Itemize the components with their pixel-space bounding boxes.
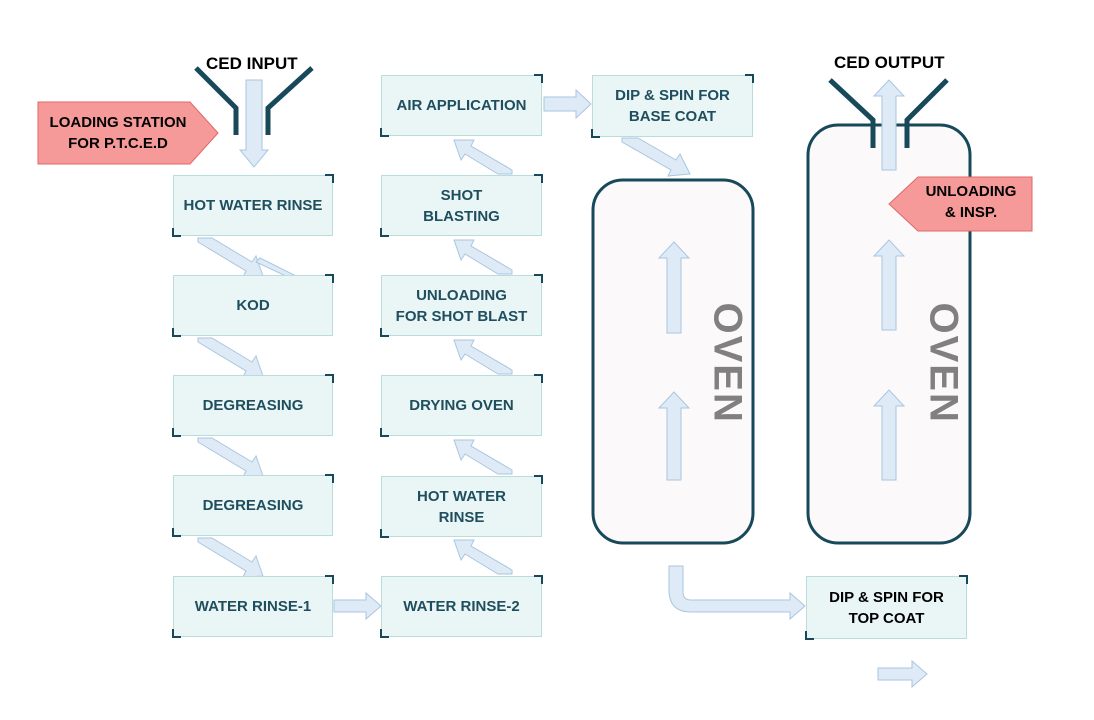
step-label-line-1: UNLOADING [416, 286, 507, 304]
air-to-basecoat-arrow [543, 88, 592, 120]
step-label: WATER RINSE-1 [194, 598, 312, 615]
oven2-up-arrow-1 [872, 389, 906, 481]
step-label-line-1: SHOT [440, 186, 483, 204]
col2-arrow-2 [453, 439, 513, 475]
step-water-rinse-2: WATER RINSE-2 [380, 575, 543, 638]
basecoat-to-oven-arrow [621, 137, 691, 177]
loading-station-line-2: FOR P.T.C.E.D [68, 135, 168, 152]
unloading-line-2: & INSP. [944, 204, 998, 221]
step-drying-oven: DRYING OVEN [380, 374, 543, 437]
col2-arrow-4 [453, 239, 513, 275]
step-label-line-1: DIP & SPIN FOR [829, 588, 944, 606]
step-label: DRYING OVEN [409, 397, 514, 414]
step-label-line-2: BLASTING [423, 207, 500, 225]
col2-arrow-5 [453, 139, 513, 175]
step-label-line-1: HOT WATER [417, 487, 506, 505]
unloading-label: UNLOADING & INSP. [906, 181, 1036, 223]
step-label: HOT WATER RINSE [183, 197, 323, 214]
step-label: DEGREASING [202, 497, 304, 514]
ced-output-hopper [828, 78, 949, 148]
step-label: WATER RINSE-2 [403, 598, 520, 615]
step-unloading-shot-blast: UNLOADING FOR SHOT BLAST [380, 274, 543, 337]
oven1-up-arrow-1 [657, 391, 691, 481]
unloading-pentagon [888, 176, 1033, 232]
unloading-line-1: UNLOADING [925, 183, 1017, 200]
ced-output-label: CED OUTPUT [834, 53, 945, 72]
step-shot-blasting: SHOT BLASTING [380, 174, 543, 237]
col1-arrow-2 [197, 337, 264, 378]
input-down-arrow [238, 79, 270, 168]
col1-arrow-3 [197, 437, 264, 478]
loading-station-pentagon [37, 101, 219, 165]
step-hot-water-rinse: HOT WATER RINSE [172, 174, 334, 237]
oven2-up-arrow-2 [872, 239, 906, 331]
step-kod: KOD [172, 274, 334, 337]
ced-input-label: CED INPUT [206, 54, 298, 73]
col2-arrow-1 [453, 539, 513, 575]
col2-arrow-3 [453, 339, 513, 375]
step-label: AIR APPLICATION [396, 97, 527, 114]
step-top-coat: DIP & SPIN FOR TOP COAT [805, 575, 968, 640]
step-label: DEGREASING [202, 397, 304, 414]
step-base-coat: DIP & SPIN FOR BASE COAT [591, 74, 754, 138]
step-label-line-1: DIP & SPIN FOR [615, 87, 730, 104]
step-label-line-2: BASE COAT [628, 108, 717, 125]
rinse1-to-rinse2-arrow [333, 591, 382, 621]
loading-station-line-1: LOADING STATION [49, 114, 187, 131]
step-hot-water-rinse-2: HOT WATER RINSE [380, 475, 543, 538]
step-air-application: AIR APPLICATION [380, 74, 543, 137]
step-degreasing-2: DEGREASING [172, 474, 334, 537]
step-label-line-2: TOP COAT [848, 609, 925, 627]
oven-2-label: OVEN [921, 302, 966, 424]
col1-arrow-4 [197, 537, 264, 578]
ced-input-hopper [194, 66, 314, 135]
oven1-up-arrow-2 [657, 241, 691, 334]
oven1-to-topcoat-arrow [668, 565, 806, 621]
oven-1-chamber [591, 178, 755, 545]
oven-1-label: OVEN [705, 302, 750, 424]
col1-arrow-1 [197, 237, 264, 278]
step-label: KOD [236, 297, 270, 314]
step-water-rinse-1: WATER RINSE-1 [172, 575, 334, 638]
step-degreasing-1: DEGREASING [172, 374, 334, 437]
output-up-arrow [872, 79, 906, 171]
step-label-line-2: RINSE [438, 508, 485, 526]
loading-station-label: LOADING STATION FOR P.T.C.E.D [38, 112, 198, 154]
bottom-right-arrow [877, 659, 928, 689]
step-label-line-2: FOR SHOT BLAST [395, 307, 528, 325]
